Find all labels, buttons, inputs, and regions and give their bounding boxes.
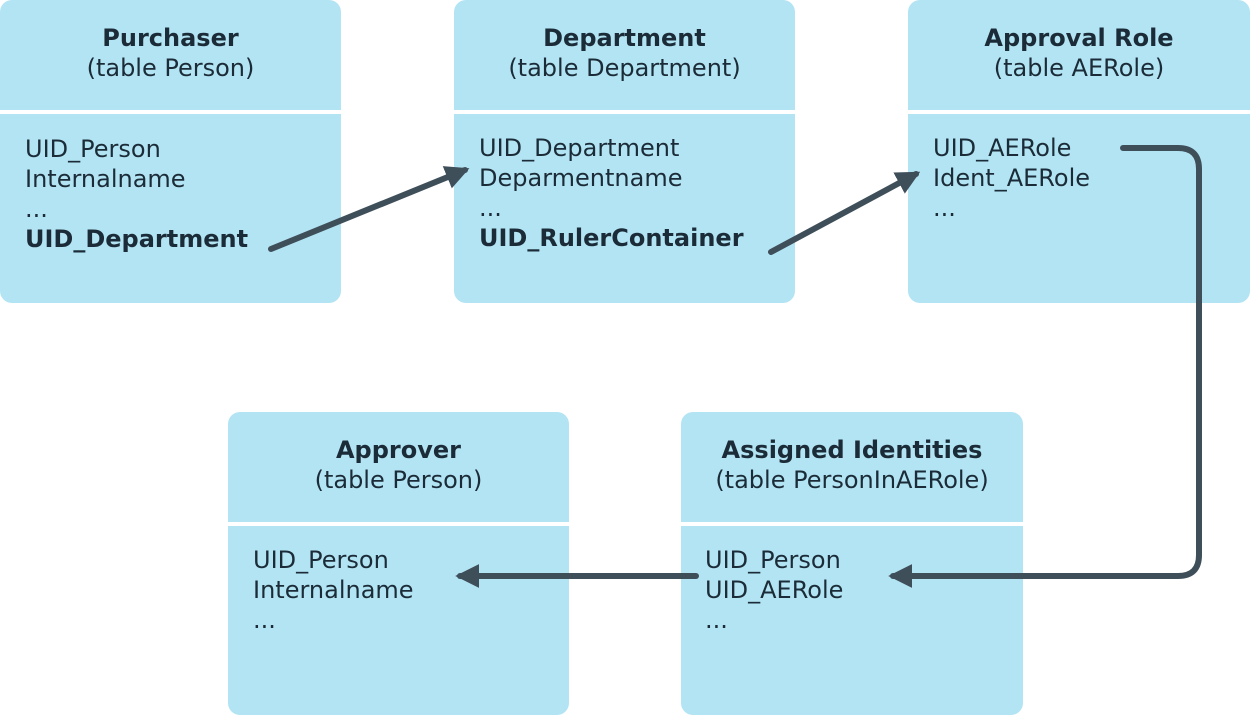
field-list: UID_Department Deparmentname ... UID_Rul… (479, 133, 744, 253)
field-list: UID_Person Internalname ... (253, 545, 414, 635)
table-header: Approval Role (table AERole) (908, 0, 1250, 110)
field-uid-person: UID_Person (25, 135, 161, 163)
field-list: UID_AERole Ident_AERole ... (933, 133, 1090, 223)
field-ellipsis: ... (479, 194, 502, 222)
table-header: Assigned Identities (table PersonInAERol… (681, 412, 1023, 522)
divider (0, 110, 341, 114)
arrow-purchaser-to-department (268, 166, 470, 252)
table-header: Department (table Department) (454, 0, 795, 110)
divider (681, 522, 1023, 526)
arrow-department-to-approval-role (768, 171, 921, 255)
table-subtitle: (table AERole) (993, 54, 1165, 82)
arrow-approval-role-to-assigned-identities (888, 145, 1202, 588)
field-uid-aerole: UID_AERole (933, 134, 1072, 162)
table-box-assigned-identities: Assigned Identities (table PersonInAERol… (681, 412, 1023, 715)
field-internalname: Internalname (25, 165, 186, 193)
table-title: Approver (335, 436, 461, 464)
field-uid-department: UID_Department (25, 225, 249, 253)
table-title: Department (543, 24, 706, 52)
field-list: UID_Person Internalname ... UID_Departme… (25, 134, 248, 254)
table-subtitle: (table Person) (86, 54, 255, 82)
field-uid-person: UID_Person (705, 546, 841, 574)
field-ellipsis: ... (253, 606, 276, 634)
table-title: Assigned Identities (721, 436, 983, 464)
field-uid-rulercontainer: UID_RulerContainer (479, 224, 744, 252)
field-ellipsis: ... (25, 195, 48, 223)
field-departmentname: Deparmentname (479, 164, 683, 192)
table-box-purchaser: Purchaser (table Person) UID_Person Inte… (0, 0, 341, 303)
table-header: Approver (table Person) (228, 412, 569, 522)
field-uid-aerole: UID_AERole (705, 576, 844, 604)
table-subtitle: (table PersonInAERole) (715, 466, 989, 494)
table-title: Purchaser (102, 24, 239, 52)
field-ellipsis: ... (705, 606, 728, 634)
divider (454, 110, 795, 114)
field-internalname: Internalname (253, 576, 414, 604)
table-subtitle: (table Person) (314, 466, 483, 494)
field-list: UID_Person UID_AERole ... (705, 545, 843, 635)
table-box-approver: Approver (table Person) UID_Person Inter… (228, 412, 569, 715)
divider (228, 522, 569, 526)
table-box-department: Department (table Department) UID_Depart… (454, 0, 795, 303)
field-ellipsis: ... (933, 194, 956, 222)
table-subtitle: (table Department) (508, 54, 741, 82)
divider (908, 110, 1250, 114)
field-ident-aerole: Ident_AERole (933, 164, 1090, 192)
table-box-approval-role: Approval Role (table AERole) UID_AERole … (908, 0, 1250, 303)
field-uid-department: UID_Department (479, 134, 680, 162)
field-uid-person: UID_Person (253, 546, 389, 574)
table-header: Purchaser (table Person) (0, 0, 341, 110)
table-title: Approval Role (984, 24, 1174, 52)
